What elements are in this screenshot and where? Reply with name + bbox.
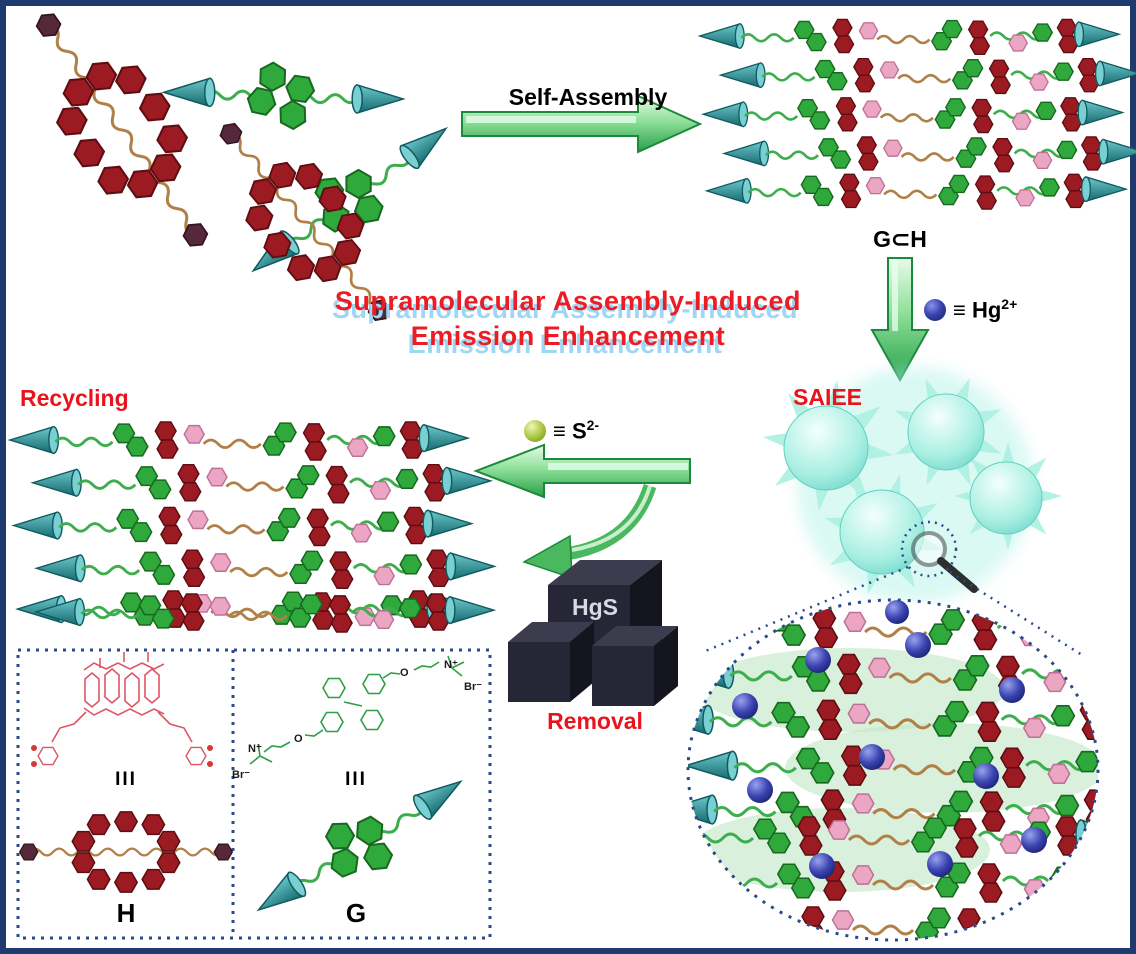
gch-label: G⊂H [873,226,927,252]
atom-label-br: Br⁻ [232,769,250,781]
zoom-view [688,600,1098,940]
recycling-label: Recycling [20,385,129,411]
removal-label: Removal [547,708,643,734]
guest-label: G [345,898,367,928]
hg-legend-text: ≡ Hg2+ [953,296,1018,323]
host-molecule [0,0,246,275]
hgs-cubes [508,560,678,706]
host-label: H [116,898,136,928]
self-assembly-label: Self-Assembly [508,84,668,110]
assembly-gch [700,19,1136,209]
host-cartoon [20,812,233,892]
hg-legend: ≡ Hg2+ [924,296,1017,323]
zoom-guides [702,520,1083,657]
hgs-label: HgS [572,594,618,620]
sulfide-left-arrow [473,443,691,499]
glow-sphere [969,461,1043,535]
guest-chemical-structure [249,655,465,765]
saiee-cluster [753,356,1062,610]
atom-label-br: Br⁻ [464,681,482,693]
saiee-label: SAIEE [793,384,863,410]
title-line2: Emission Enhancement [410,321,726,351]
host-equiv-label: III [115,769,137,790]
atom-labels: O N⁺ Br⁻ O N⁺ Br⁻ [232,659,482,781]
glow-sphere [839,489,925,575]
atom-label-o: O [294,733,303,745]
bound-hg-spheres [732,600,1047,879]
sulfide-sphere-icon [524,419,546,442]
guest-equiv-label: III [345,769,367,790]
structure-legend-box [16,648,492,940]
s-legend-text: ≡ S2- [553,417,600,444]
glow-sphere [783,405,869,491]
self-assembly-arrow [461,94,703,154]
atom-label-n: N⁺ [248,743,262,755]
zoom-ellipse [686,598,1100,942]
s-legend: ≡ S2- [524,417,599,444]
glow-sphere [907,393,985,471]
assembly-recycled [10,422,495,632]
curved-arrow [522,483,657,580]
atom-label-n: N⁺ [444,659,458,671]
title-line1: Supramolecular Assembly-Induced [334,286,802,316]
hg-sphere-icon [924,298,946,321]
guest-molecule [155,7,412,184]
atom-label-o: O [400,667,409,679]
magnifier-icon [911,531,978,593]
host-chemical-structure [31,652,213,767]
hg-down-arrow [870,257,930,383]
